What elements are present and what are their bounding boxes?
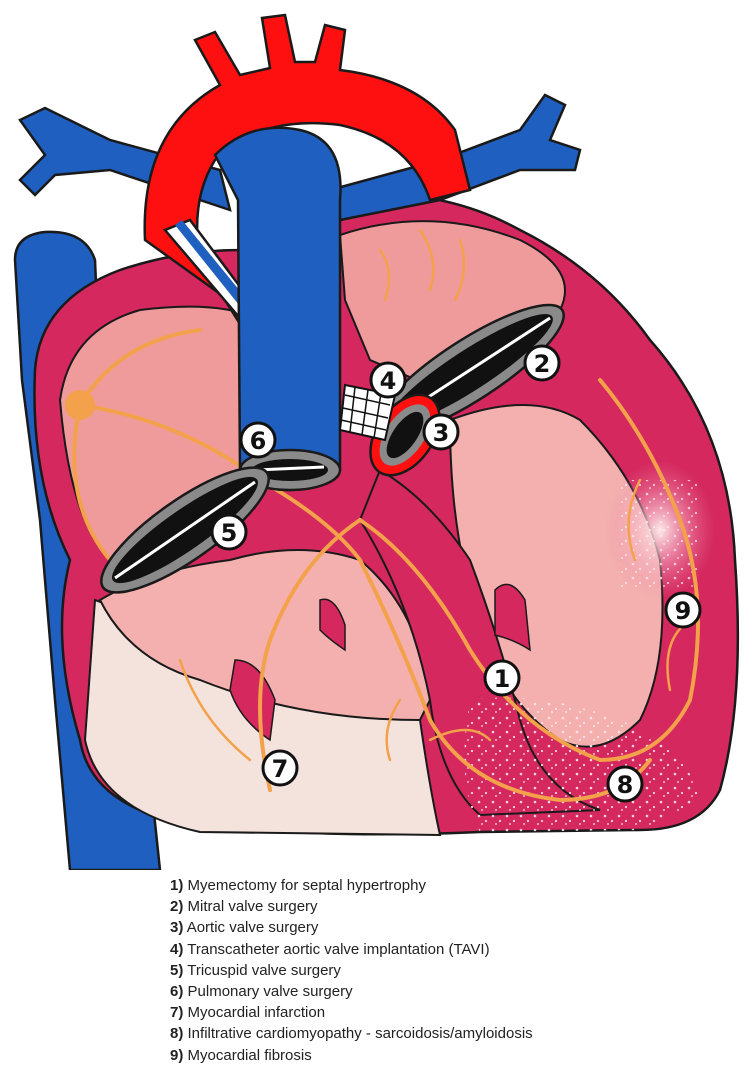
svg-text:1: 1 (494, 665, 511, 693)
svg-text:4: 4 (380, 367, 397, 395)
marker-2: 2 (523, 344, 561, 382)
marker-9: 9 (664, 591, 702, 629)
legend-item-7: 7) Myocardial infarction (170, 1004, 326, 1022)
papillary-muscle-left (494, 583, 531, 652)
legend-item-2: 2) Mitral valve surgery (170, 898, 318, 916)
svg-text:9: 9 (675, 597, 692, 625)
svg-text:8: 8 (617, 771, 634, 799)
legend-item-5: 5) Tricuspid valve surgery (170, 961, 341, 979)
marker-1: 1 (483, 659, 521, 697)
svg-text:7: 7 (272, 755, 289, 783)
svg-text:3: 3 (433, 419, 450, 447)
marker-3: 3 (422, 413, 460, 451)
legend: 1) Myemectomy for septal hypertrophy 2) … (170, 875, 730, 1066)
conduction-system (65, 228, 700, 802)
marker-7: 7 (261, 749, 299, 787)
heart-diagram: 1 2 3 4 5 6 7 8 9 (13, 13, 740, 870)
papillary-muscle-mid (319, 598, 346, 652)
infiltrative-region (464, 697, 700, 832)
left-atrium (338, 220, 566, 392)
legend-item-3: 3) Aortic valve surgery (170, 919, 319, 937)
marker-5: 5 (210, 513, 248, 551)
svg-text:2: 2 (534, 350, 551, 378)
legend-item-9: 9) Myocardial fibrosis (170, 1046, 312, 1064)
tricuspid-valve (100, 466, 270, 594)
legend-item-6: 6) Pulmonary valve surgery (170, 983, 353, 1001)
tavi-stent (338, 383, 397, 442)
legend-item-8: 8) Infiltrative cardiomyopathy - sarcoid… (170, 1025, 533, 1043)
aorta (143, 13, 472, 382)
svg-text:6: 6 (250, 427, 267, 455)
legend-item-4: 4) Transcatheter aortic valve implantati… (170, 940, 490, 958)
marker-8: 8 (606, 765, 644, 803)
marker-4: 4 (369, 361, 407, 399)
marker-6: 6 (239, 421, 277, 459)
papillary-muscle-right (229, 659, 276, 742)
svg-text:5: 5 (221, 519, 238, 547)
legend-item-1: 1) Myemectomy for septal hypertrophy (170, 877, 426, 894)
